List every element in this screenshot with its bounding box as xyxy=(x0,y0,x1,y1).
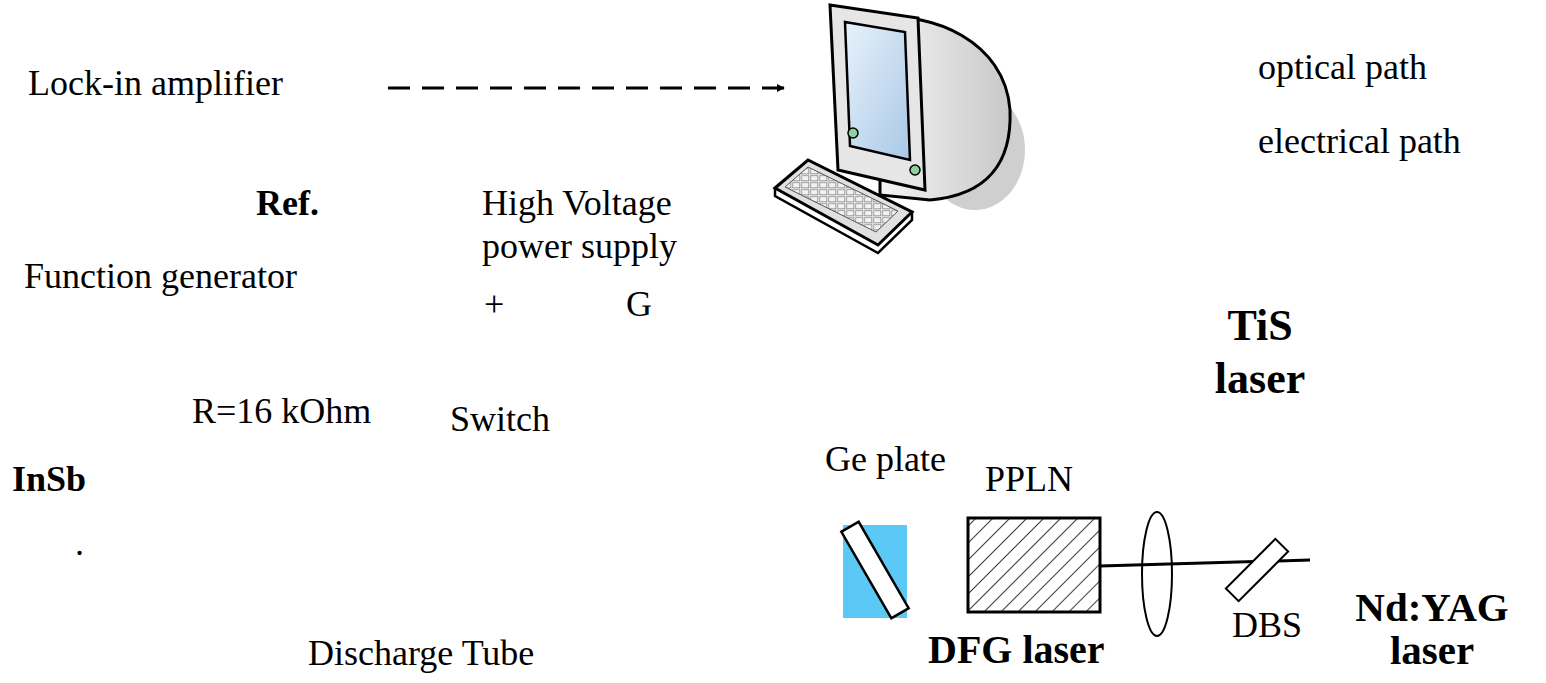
resistor-label: R=16 kOhm xyxy=(192,390,371,433)
laser-label: Nd:YAG laser xyxy=(1322,586,1542,672)
laser-label: TiS laser xyxy=(1180,300,1340,406)
component-label: DBS xyxy=(1232,604,1302,647)
legend-text: electrical path xyxy=(1258,121,1461,161)
ge-plate xyxy=(841,522,908,619)
dot-mark: . xyxy=(75,522,84,565)
instrument-label: Lock-in amplifier xyxy=(28,62,283,105)
legend-text: optical path xyxy=(1258,47,1427,87)
component-label: PPLN xyxy=(985,458,1073,501)
terminal-label: + xyxy=(484,283,504,326)
component-label: Switch xyxy=(450,398,550,441)
dichroic-beam-splitter xyxy=(1226,539,1288,601)
computer-icon xyxy=(775,5,1025,253)
detector-label: InSb xyxy=(12,458,86,501)
terminal-label: G xyxy=(626,283,652,326)
data-link-arrow xyxy=(388,87,784,90)
ppln-crystal xyxy=(968,518,1100,612)
laser-label: DFG laser xyxy=(928,626,1105,674)
legend-entry: electrical path xyxy=(1258,120,1461,163)
component-label: Discharge Tube xyxy=(308,632,534,675)
component-label: Ge plate xyxy=(825,438,946,481)
reference-label: Ref. xyxy=(256,182,319,225)
legend-entry: optical path xyxy=(1258,46,1427,89)
instrument-label: Function generator xyxy=(24,255,297,298)
focusing-lens xyxy=(1142,512,1172,636)
instrument-label: High Voltage power supply xyxy=(482,182,710,268)
